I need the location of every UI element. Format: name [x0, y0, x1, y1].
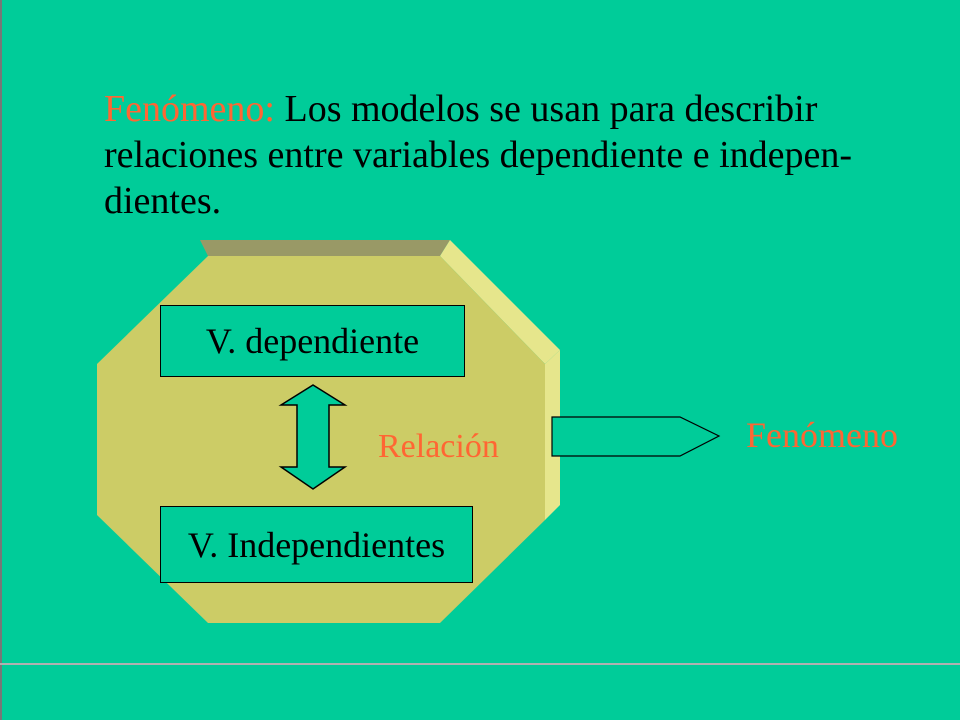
right-arrow-icon — [551, 416, 721, 457]
independent-variables-label: V. Independientes — [187, 524, 446, 565]
footer-divider — [0, 663, 960, 665]
relation-label: Relación — [378, 428, 499, 465]
intro-lead: Fenómeno: — [104, 88, 275, 130]
intro-body: Los modelos se usan para describir relac… — [104, 88, 853, 222]
double-arrow-icon — [278, 384, 348, 490]
octagon-top-edge — [200, 240, 450, 256]
independent-variables-box: V. Independientes — [160, 506, 473, 583]
octagon-side-bevel — [440, 240, 560, 364]
dependent-variable-label: V. dependiente — [205, 321, 420, 361]
slide-left-border — [0, 0, 2, 720]
intro-paragraph: Fenómeno: Los modelos se usan para descr… — [104, 86, 954, 224]
dependent-variable-box: V. dependiente — [160, 305, 465, 377]
phenomenon-label: Fenómeno — [746, 415, 898, 455]
